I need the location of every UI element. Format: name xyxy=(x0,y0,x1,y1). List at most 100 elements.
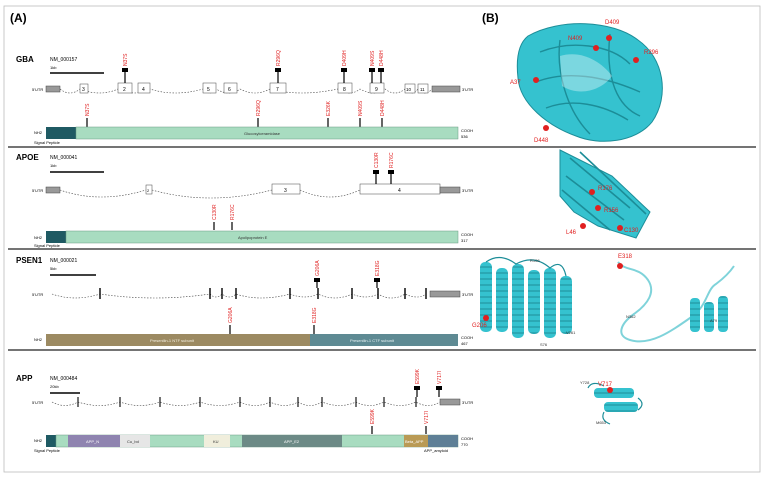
residue-label: D448 xyxy=(534,138,549,144)
residue-label: V717 xyxy=(598,382,613,388)
svg-text:R296Q: R296Q xyxy=(276,50,282,66)
protein-length: 317 xyxy=(461,238,468,243)
exon-box xyxy=(79,83,89,94)
svg-text:C130R: C130R xyxy=(212,204,218,220)
residue-label: R108 xyxy=(530,258,540,263)
svg-text:R296Q: R296Q xyxy=(256,100,262,116)
exon-box xyxy=(202,82,217,94)
scale-label: 20kb xyxy=(50,384,59,389)
mutation-marker: E318G xyxy=(374,260,381,288)
svg-text:D448H: D448H xyxy=(380,100,386,116)
svg-text:V717I: V717I xyxy=(424,411,430,424)
residue-label: S76 xyxy=(540,342,548,347)
structure-apoe: R176 L46 R156 C130 xyxy=(559,149,651,239)
mutation-marker: V717I xyxy=(436,371,443,397)
domain-label: APP_amyloid xyxy=(424,448,448,453)
psen-ctf-domain xyxy=(310,334,458,346)
utr5-label: 5'UTR xyxy=(32,292,43,297)
svg-text:R176C: R176C xyxy=(389,152,395,168)
exon-label: 2 xyxy=(123,87,126,93)
gene-accession: NM_000157 xyxy=(50,57,77,63)
intron-line xyxy=(51,293,427,299)
gene-name: APP xyxy=(16,374,33,383)
utr3-label: 3'UTR xyxy=(462,292,473,297)
protein-length: 536 xyxy=(461,134,468,139)
residue-label: L46 xyxy=(566,230,577,236)
residue-label: R156 xyxy=(604,208,619,214)
domain-label: Presenilin-1 CTF subunit xyxy=(350,338,395,343)
gene-name: GBA xyxy=(16,55,34,64)
panel-label-b: (B) xyxy=(482,11,499,25)
exon-box xyxy=(369,82,385,94)
gene-name: APOE xyxy=(16,153,39,162)
mutation-marker: C130R xyxy=(212,204,218,230)
signal-peptide-label: Signal Peptide xyxy=(34,243,61,248)
utr3-label: 3'UTR xyxy=(462,188,473,193)
mutation-marker: N37S xyxy=(122,53,129,83)
exon-box xyxy=(404,83,416,94)
gene-accession: NM_000041 xyxy=(50,155,77,161)
mutation-marker: N37S xyxy=(85,103,91,127)
scale-label: 5kb xyxy=(50,266,57,271)
scale-label: 1kb xyxy=(50,163,57,168)
mutation-marker: E326K xyxy=(326,100,332,127)
exon-label: 11 xyxy=(420,87,425,92)
utr3-box xyxy=(429,290,461,298)
signal-peptide-label: Signal Peptide xyxy=(34,448,61,453)
protein-length: 770 xyxy=(461,442,468,447)
utr5-label: 5'UTR xyxy=(32,188,43,193)
utr5-label: 5'UTR xyxy=(32,87,43,92)
signal-peptide-domain xyxy=(46,127,76,139)
exon-label: 7 xyxy=(276,87,279,93)
gene-panel-gba: GBA NM_000157 1kb 5'UTR 3'UTR 3 2 4 5 6 … xyxy=(16,50,473,145)
residue-label: C130 xyxy=(624,228,639,234)
protein-nh2: NH2 xyxy=(34,235,43,240)
gene-accession: NM_000021 xyxy=(50,258,77,264)
residue-label: V261 xyxy=(566,330,576,335)
domain-label: Glucosylceramidase xyxy=(244,131,281,136)
exon-label: 6 xyxy=(228,87,231,93)
utr3-label: 3'UTR xyxy=(462,87,473,92)
app-amyloid-domain xyxy=(428,435,458,447)
exon-box xyxy=(137,82,151,94)
exon-label: 9 xyxy=(375,87,378,93)
svg-text:N409S: N409S xyxy=(370,50,376,66)
exon-box xyxy=(417,83,429,94)
exon-label: 8 xyxy=(343,87,346,93)
scale-label: 1kb xyxy=(50,65,57,70)
mutation-marker: E318G xyxy=(312,307,318,334)
app-n-domain xyxy=(68,435,120,447)
domain-label: Apolipoprotein E xyxy=(238,235,268,240)
residue-label: R296 xyxy=(644,50,659,56)
intron-line xyxy=(51,401,441,406)
figure-border xyxy=(3,5,761,473)
svg-text:E326K: E326K xyxy=(326,100,332,116)
mutation-marker: E599K xyxy=(370,408,376,434)
mutation-marker: N409S xyxy=(369,50,376,83)
protein-nh2: NH2 xyxy=(34,438,43,443)
domain-label: Presenilin-1 NTF subunit xyxy=(150,338,195,343)
residue-label: A79 xyxy=(710,318,718,323)
cu-bd-domain xyxy=(120,435,150,447)
svg-text:E599K: E599K xyxy=(415,368,421,384)
residue-label: D409 xyxy=(605,20,620,26)
apolipoprotein-domain xyxy=(65,230,459,244)
residue-label: N362 xyxy=(626,314,636,319)
domain-label: APP_N xyxy=(86,439,99,444)
svg-text:G206A: G206A xyxy=(315,260,321,276)
svg-text:C130R: C130R xyxy=(374,152,380,168)
svg-text:G206A: G206A xyxy=(228,307,234,323)
svg-text:N37S: N37S xyxy=(123,53,129,66)
protein-cooh: COOH xyxy=(461,232,473,237)
protein-length: 467 xyxy=(461,341,468,346)
utr5-box xyxy=(45,85,61,93)
mutation-marker: C130R xyxy=(373,152,380,184)
svg-text:D448H: D448H xyxy=(379,50,385,66)
protein-cooh: COOH xyxy=(461,128,473,133)
beta-app-domain xyxy=(404,435,428,447)
mutation-marker: R296Q xyxy=(275,50,282,83)
exon-label: 10 xyxy=(406,87,412,92)
structure-gba: N409 D409 R296 A37 D448 xyxy=(510,20,663,144)
glucosylceramidase-domain xyxy=(75,126,459,140)
mutation-marker: D448H xyxy=(378,50,385,83)
